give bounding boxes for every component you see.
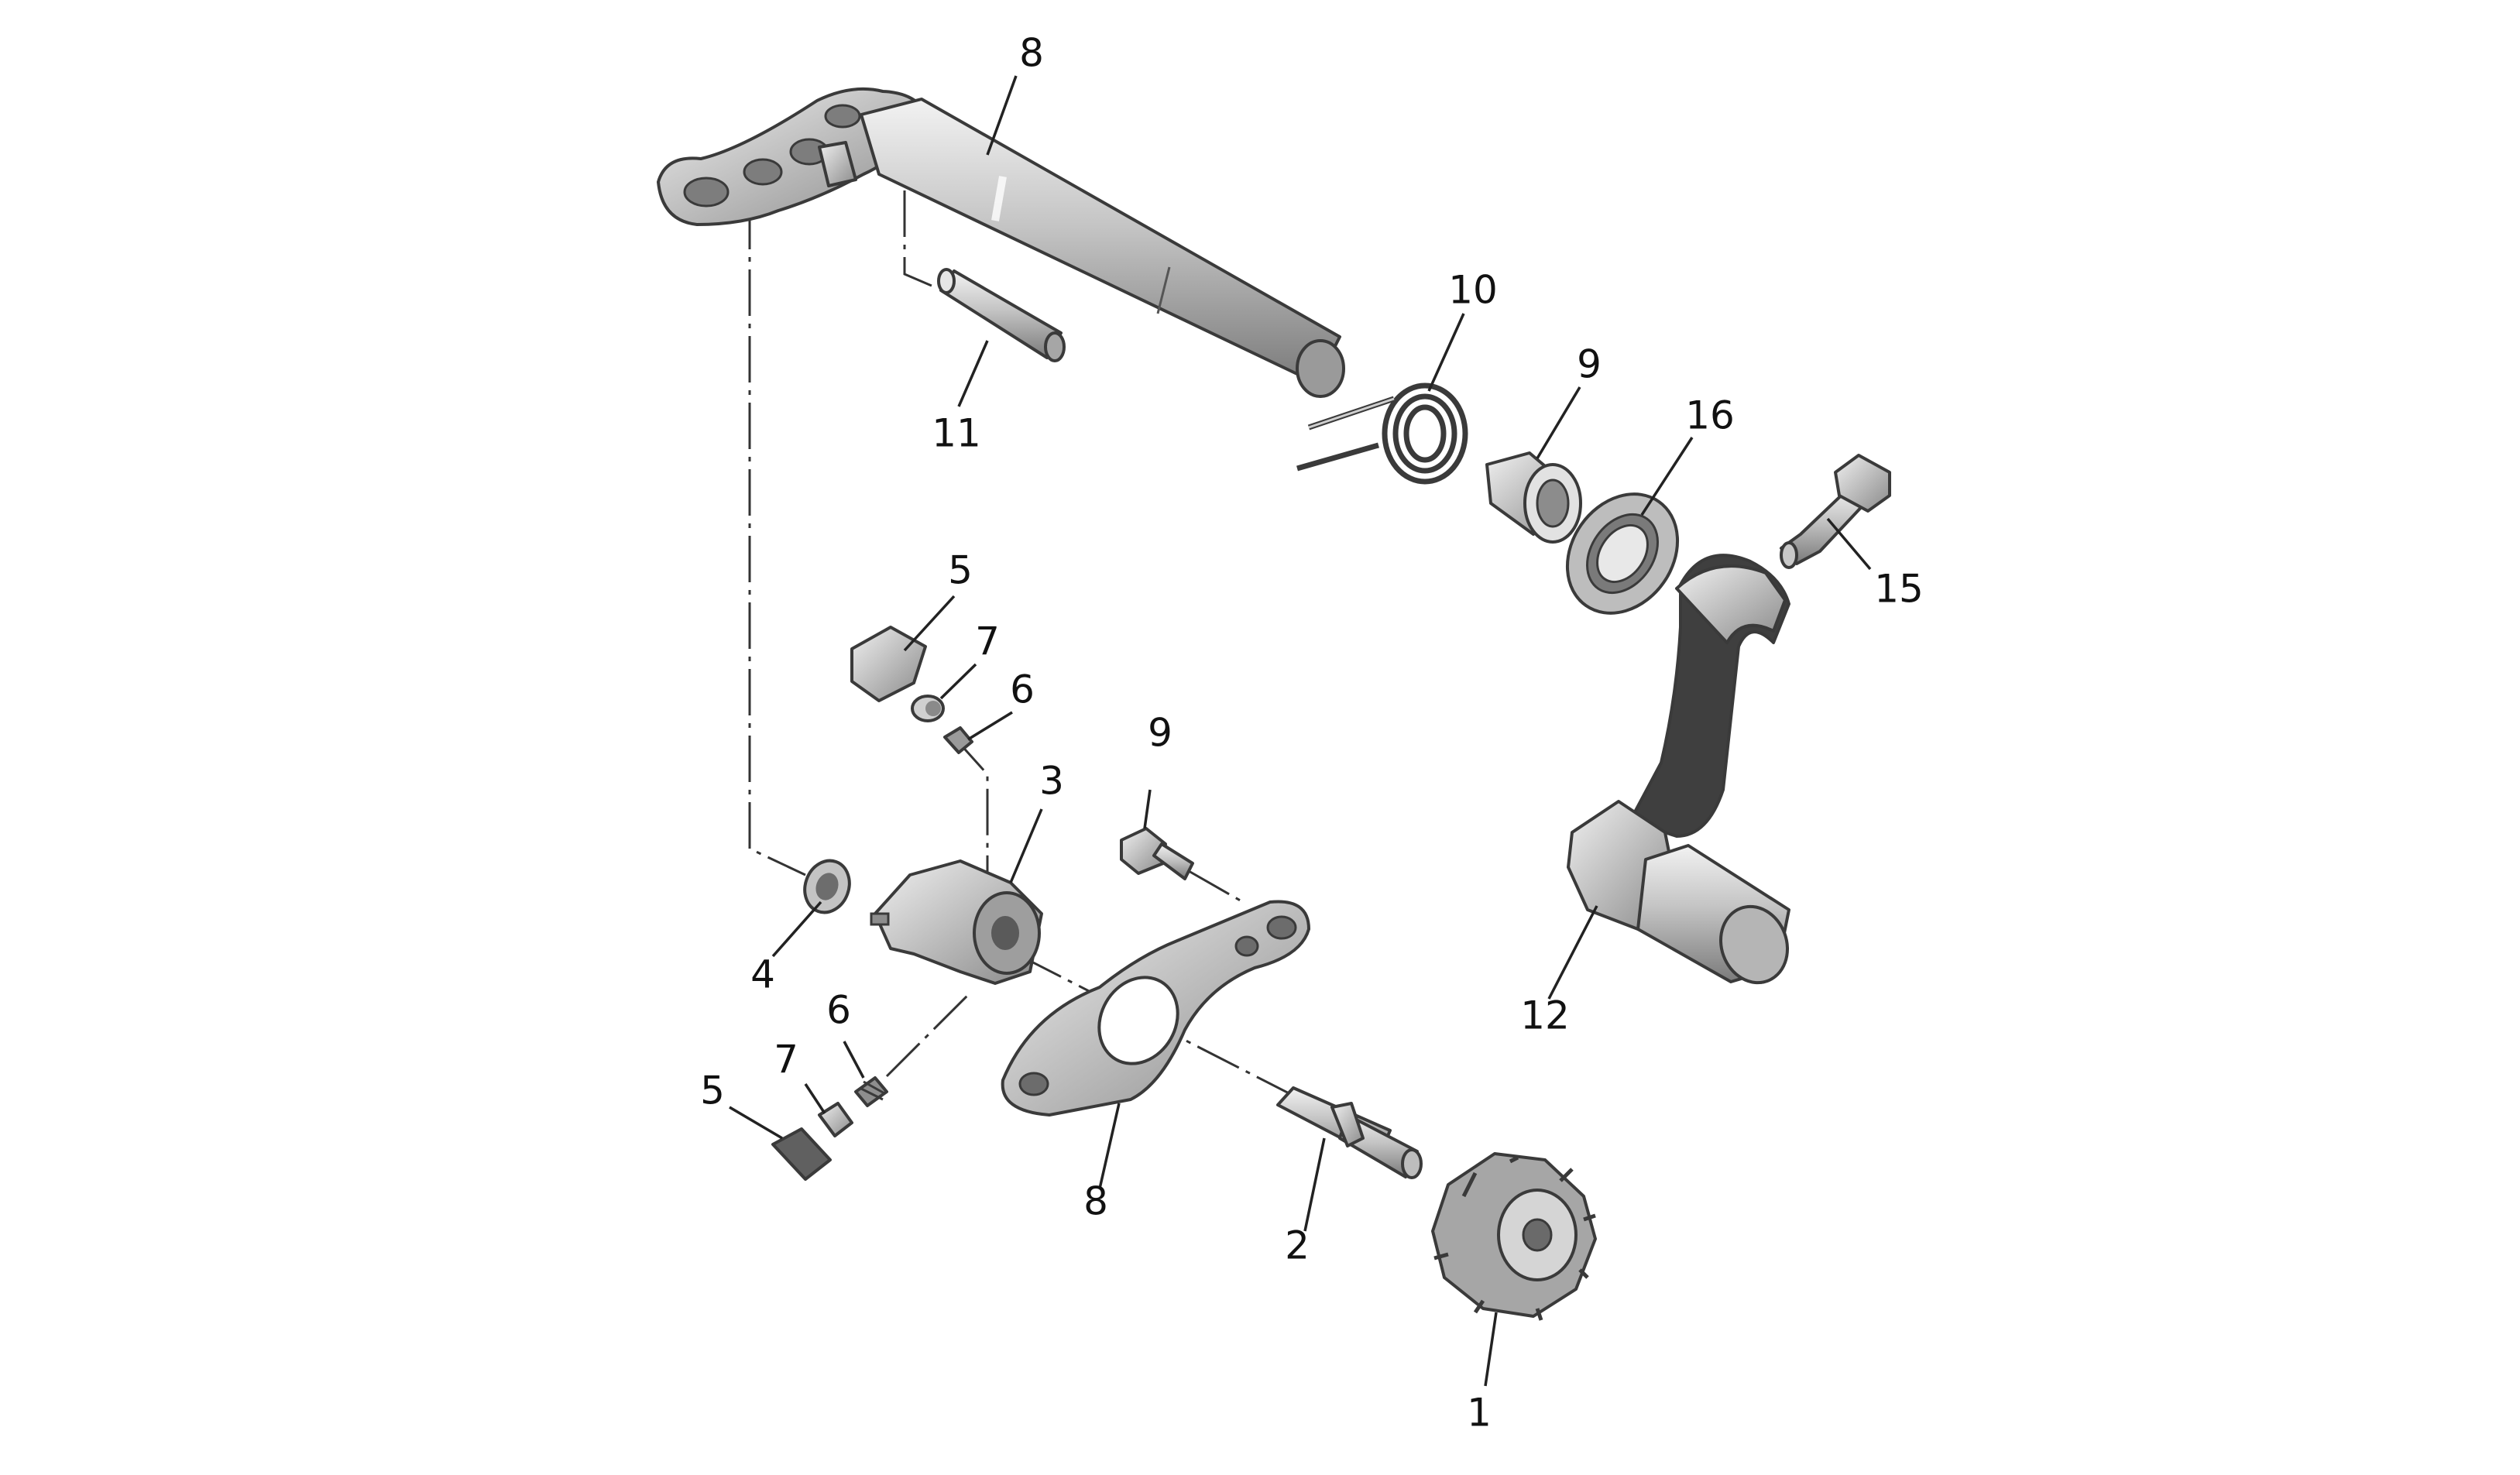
plate-bolt-part — [1120, 827, 1194, 880]
callout-labels: 8 10 9 16 15 11 5 7 6 9 3 4 6 7 5 8 2 1 … — [700, 31, 1924, 1436]
callout-6-bottom: 6 — [826, 988, 851, 1033]
torsion-spring-part — [1296, 382, 1468, 485]
detent-block-part-top — [850, 626, 927, 702]
pedal-bolt-part — [1780, 454, 1891, 569]
pin-part — [937, 268, 1066, 362]
callout-1: 1 — [1467, 1391, 1492, 1436]
shift-pedal-part — [1567, 554, 1790, 985]
bushing-part — [1485, 451, 1582, 544]
callout-4: 4 — [750, 952, 775, 997]
callout-16: 16 — [1685, 393, 1735, 438]
stopper-plate-part — [1001, 900, 1310, 1117]
callout-13: 11 — [932, 411, 981, 456]
callout-7-bottom: 7 — [774, 1038, 798, 1082]
shift-shaft-part — [657, 87, 1345, 398]
shift-cam-part — [870, 859, 1043, 985]
detent-block-part-bottom — [771, 1127, 832, 1181]
spring-part-bottom — [854, 1076, 888, 1107]
callout-12: 10 — [1448, 268, 1498, 313]
callout-3: 3 — [1039, 759, 1064, 804]
callout-9: 9 — [1148, 711, 1172, 756]
roller-part-bottom — [818, 1102, 853, 1137]
callout-6-top: 6 — [1010, 667, 1035, 712]
callout-15: 15 — [1874, 567, 1924, 612]
shaft-pin-part — [1276, 1086, 1423, 1179]
callout-5-bottom: 5 — [700, 1069, 725, 1113]
washer-part — [803, 859, 851, 914]
roller-part-top — [911, 695, 945, 722]
callout-8: 8 — [1083, 1179, 1108, 1224]
oil-seal-part — [1565, 492, 1680, 615]
leader-lines — [729, 75, 1872, 1387]
callout-2: 2 — [1285, 1223, 1310, 1268]
segment-gear-part — [1431, 1152, 1597, 1321]
callout-11: 9 — [1577, 342, 1602, 387]
callout-10: 8 — [1019, 31, 1044, 76]
callout-14: 12 — [1520, 993, 1570, 1038]
spring-part-top — [943, 726, 973, 754]
callout-5-top: 5 — [948, 548, 973, 593]
callout-7-top: 7 — [975, 619, 1000, 664]
